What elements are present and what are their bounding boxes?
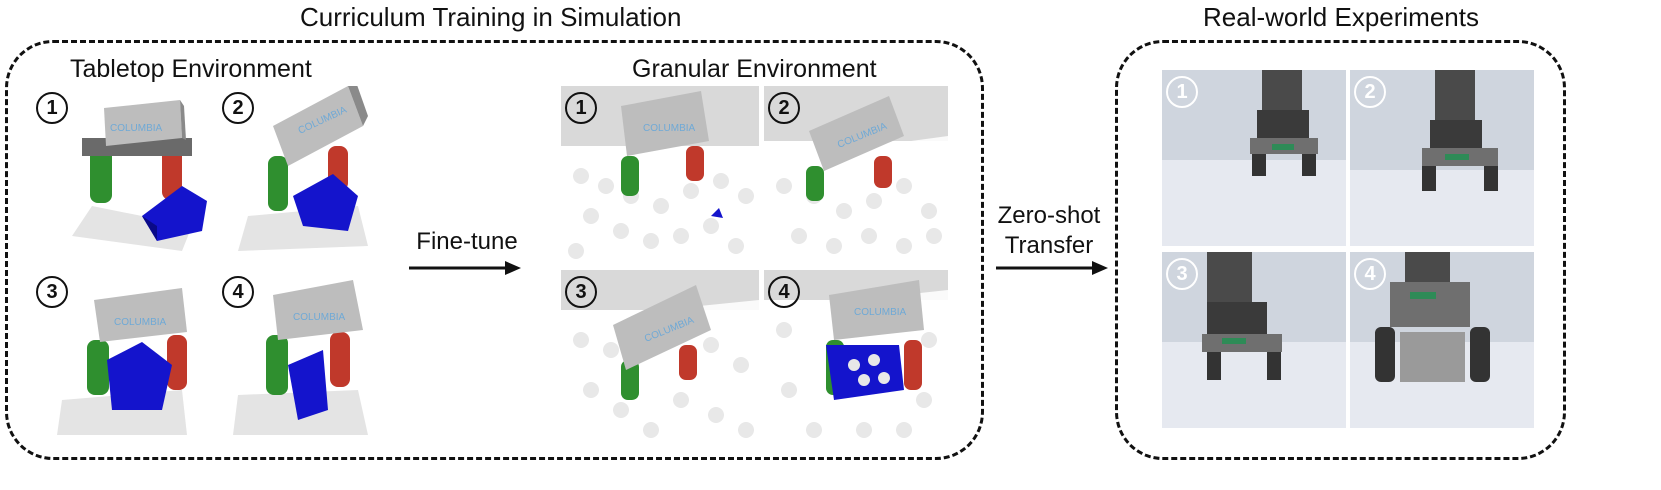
tabletop-panel-4: COLUMBIA (218, 270, 398, 440)
panel-number-4: 4 (222, 276, 254, 308)
gripper-with-block-image: COLUMBIA (72, 100, 207, 251)
panel-number-1: 1 (36, 92, 68, 124)
tabletop-title: Tabletop Environment (70, 55, 312, 83)
tabletop-panel-1: COLUMBIA (32, 86, 212, 256)
real-number-1: 1 (1166, 76, 1198, 108)
zeroshot-label-line-1: Zero-shot (997, 202, 1101, 229)
granular-number-2: 2 (768, 92, 800, 124)
svg-text:COLUMBIA: COLUMBIA (110, 123, 163, 134)
zeroshot-label-line-2: Transfer (1004, 232, 1094, 259)
real-number-3: 3 (1166, 258, 1198, 290)
granular-number-3: 3 (565, 276, 597, 308)
granular-number-4: 4 (768, 276, 800, 308)
zeroshot-arrow (996, 261, 1108, 275)
real-photo-2 (1350, 70, 1534, 246)
panel-number-2: 2 (222, 92, 254, 124)
panel-number-3: 3 (36, 276, 68, 308)
granular-panel-3: COLUMBIA (561, 270, 759, 445)
svg-text:COLUMBIA: COLUMBIA (114, 317, 167, 328)
simulation-frame (5, 40, 984, 460)
granular-panel-2: COLUMBIA (764, 86, 948, 266)
real-number-2: 2 (1354, 76, 1386, 108)
svg-text:COLUMBIA: COLUMBIA (854, 307, 907, 318)
finetune-label: Fine-tune (416, 228, 518, 255)
svg-text:COLUMBIA: COLUMBIA (643, 123, 696, 134)
sim-heading: Curriculum Training in Simulation (300, 2, 682, 32)
real-photo-3 (1162, 252, 1346, 428)
granular-title: Granular Environment (632, 55, 877, 83)
real-photo-4 (1350, 252, 1534, 428)
granular-panel-4: COLUMBIA (764, 270, 948, 445)
finetune-arrow (409, 261, 521, 275)
svg-text:COLUMBIA: COLUMBIA (293, 312, 346, 323)
granular-number-1: 1 (565, 92, 597, 124)
real-world-frame (1115, 40, 1566, 460)
real-number-4: 4 (1354, 258, 1386, 290)
real-heading: Real-world Experiments (1203, 2, 1479, 32)
